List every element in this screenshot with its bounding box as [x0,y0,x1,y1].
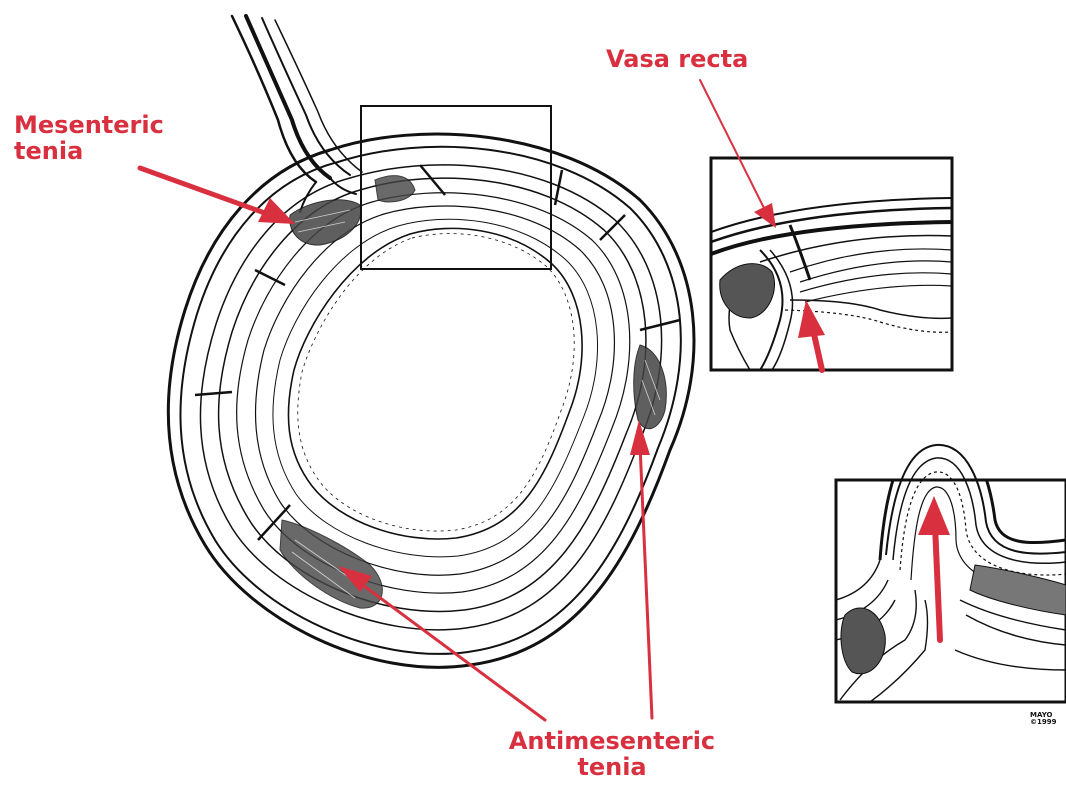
vasa-recta-label: Vasa recta [606,46,748,72]
antimesenteric-tenia-label: Antimesenteric tenia [476,728,748,781]
mesenteric-tenia-arrow [140,168,262,212]
inset-vasa-recta [711,158,952,370]
inset-diverticulum [836,432,1066,702]
mesenteric-tenia-label: Mesenteric tenia [14,112,164,165]
antimesenteric-right-arrow [640,445,652,718]
mesenteric-vessels [232,16,362,212]
colon-wall-cross-section [168,134,694,667]
mayo-credit: MAYO ©1999 [1030,712,1056,726]
